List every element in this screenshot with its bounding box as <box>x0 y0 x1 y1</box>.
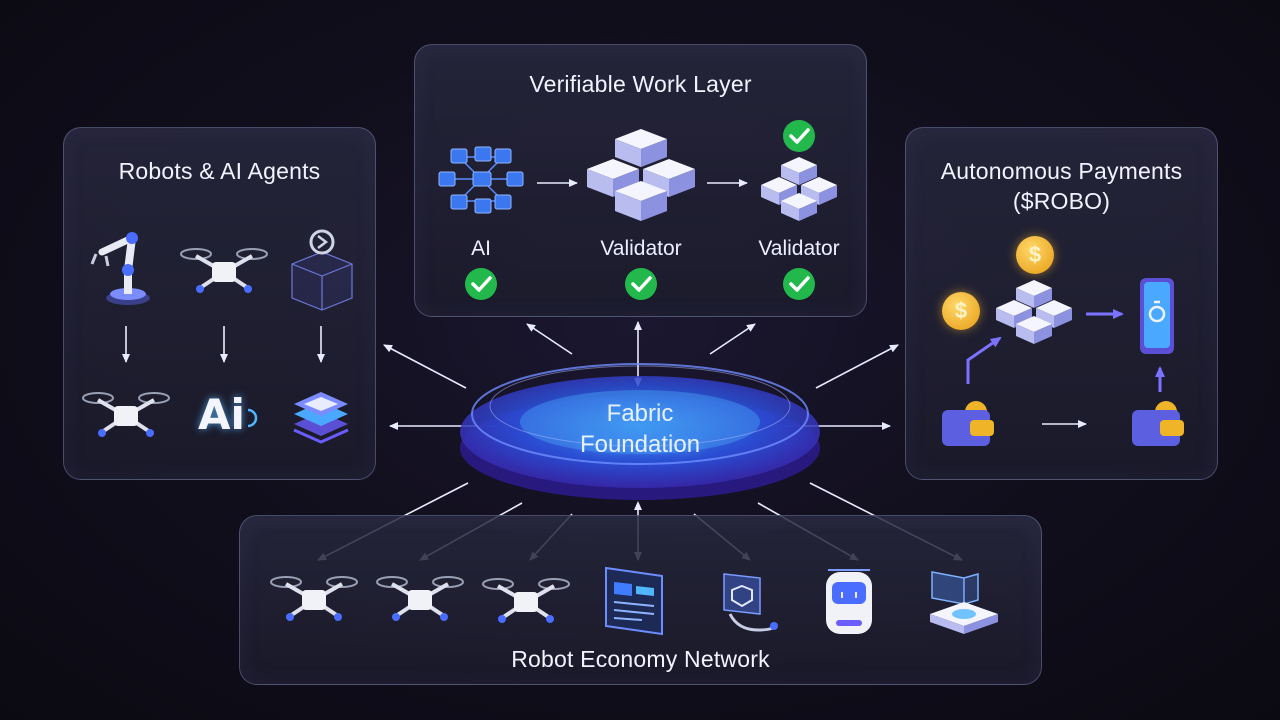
arrow-core-to-payments-upper <box>815 344 899 389</box>
network-panel-title: Robot Economy Network <box>511 646 770 672</box>
stage-label-validator-2: Validator <box>758 237 840 260</box>
core-line-1: Fabric <box>606 400 674 427</box>
block-cluster-icon <box>994 280 1074 346</box>
holo-cube-icon <box>286 226 356 311</box>
core-line-2: Foundation <box>579 431 701 458</box>
drone-icon <box>82 384 170 444</box>
drone-icon <box>376 568 464 628</box>
validator-blocks-icon <box>585 129 697 225</box>
phone-wallet-icon <box>1136 276 1178 356</box>
drone-icon <box>482 570 570 630</box>
node-network-icon <box>438 143 524 215</box>
payments-panel-subtitle: ($ROBO) <box>1012 188 1111 214</box>
coin-icon: $ <box>942 292 980 330</box>
fabric-foundation-core <box>456 346 824 506</box>
payments-panel-title: Autonomous Payments <box>940 158 1183 184</box>
arrow-core-to-robots-upper <box>383 344 467 389</box>
verifiable-work-panel: Verifiable Work Layer <box>414 44 867 317</box>
ai-logo-icon: Ai <box>194 386 264 446</box>
coin-icon: $ <box>1016 236 1054 274</box>
autonomous-payments-panel: Autonomous Payments ($ROBO) $ $ <box>905 127 1218 480</box>
check-icon <box>782 119 816 153</box>
robot-arm-icon <box>86 224 158 310</box>
wallet-icon <box>940 398 996 448</box>
arrow-core-to-work-right <box>709 323 756 355</box>
validator-blocks-small-icon <box>759 157 839 223</box>
wallet-icon <box>1130 398 1186 448</box>
coin-symbol: $ <box>1028 242 1042 267</box>
payment-flow-arrows <box>966 309 1165 428</box>
robots-agents-panel: Robots & AI Agents <box>63 127 376 480</box>
check-icon <box>782 267 816 301</box>
dashboard-screen-icon <box>602 562 672 638</box>
holo-terminal-icon <box>924 568 1004 638</box>
drone-icon <box>180 240 268 300</box>
robots-panel-title: Robots & AI Agents <box>118 158 321 184</box>
service-robot-icon <box>822 564 878 640</box>
coin-symbol: $ <box>954 298 968 323</box>
arrow-core-to-work-left <box>526 323 573 355</box>
layered-chip-icon <box>288 380 354 450</box>
check-icon <box>624 267 658 301</box>
stage-label-ai: AI <box>471 237 491 260</box>
work-flow-arrows <box>537 179 748 187</box>
stage-label-validator: Validator <box>600 237 682 260</box>
check-icon <box>464 267 498 301</box>
down-arrows <box>122 326 325 363</box>
drone-icon <box>270 568 358 628</box>
work-panel-title: Verifiable Work Layer <box>529 71 752 97</box>
fabric-foundation-label: Fabric Foundation <box>540 398 740 460</box>
robot-economy-network-panel: Robot Economy Network <box>239 515 1042 685</box>
ai-logo-text: Ai <box>198 390 245 439</box>
shield-device-icon <box>716 568 786 638</box>
